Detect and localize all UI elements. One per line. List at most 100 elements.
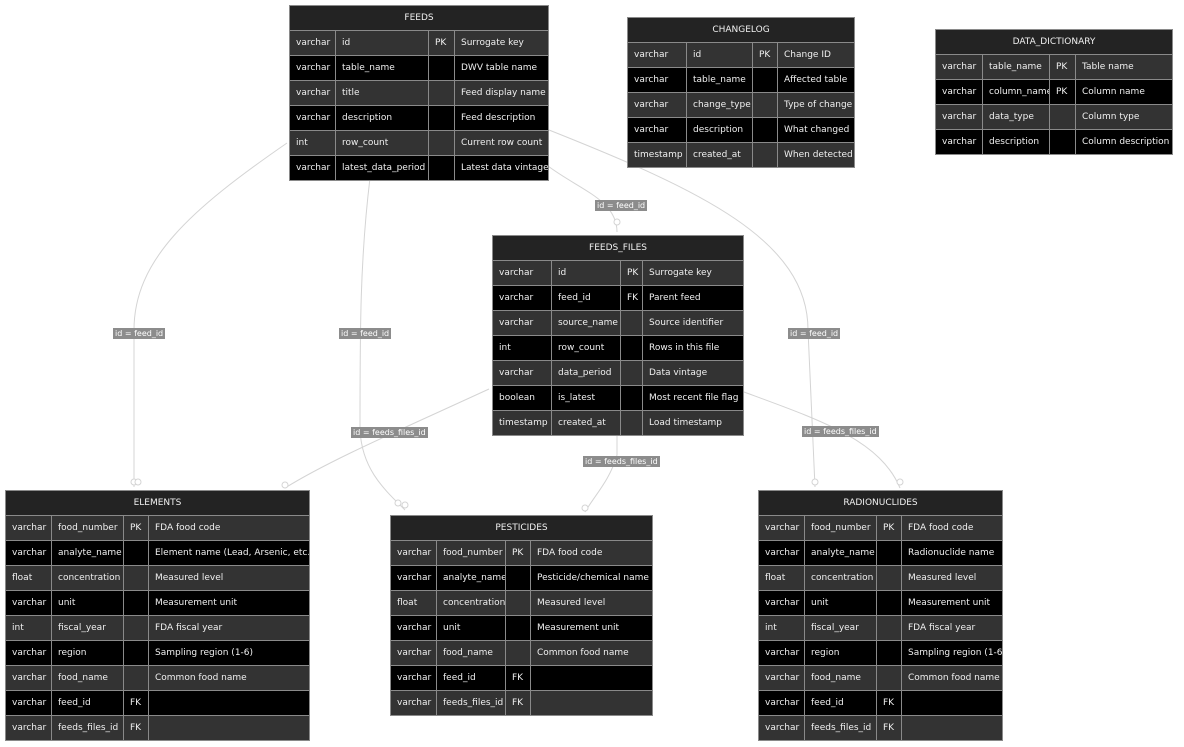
attribute-type: varchar: [765, 723, 800, 733]
attribute-comment: Measured level: [530, 591, 652, 615]
attribute-name: id: [335, 31, 428, 55]
attribute-type: int: [765, 623, 777, 633]
attribute-comment: Measurement unit: [901, 591, 1002, 615]
cardinality-marker: [896, 478, 904, 486]
relationship-label: id = feeds_files_id: [802, 426, 879, 437]
attribute-key: [876, 641, 901, 665]
attribute-name: food_name: [804, 666, 876, 690]
attribute-comment: Column type: [1075, 105, 1172, 129]
entity-title: DATA_DICTIONARY: [936, 30, 1172, 55]
attribute-key: [876, 541, 901, 565]
attribute-name: feed_id: [804, 691, 876, 715]
attribute-comment: [148, 691, 309, 715]
attribute-key: [123, 641, 148, 665]
attribute-key: [505, 641, 530, 665]
attribute-type: varchar: [397, 673, 432, 683]
attribute-name: concentration: [804, 566, 876, 590]
attribute-key: FK: [620, 286, 642, 310]
cardinality-marker: [401, 501, 409, 509]
attribute-key: FK: [505, 666, 530, 690]
attribute-comment: FDA food code: [530, 541, 652, 565]
attribute-key: PK: [1049, 80, 1075, 104]
attribute-comment: Measured level: [901, 566, 1002, 590]
attribute-type: boolean: [499, 393, 535, 403]
cardinality-marker: [581, 504, 589, 512]
attribute-comment: [530, 666, 652, 690]
attribute-name: latest_data_period: [335, 156, 428, 180]
attribute-key: [123, 541, 148, 565]
attribute-comment: Feed description: [454, 106, 548, 130]
attribute-name: description: [335, 106, 428, 130]
attribute-comment: Radionuclide name: [901, 541, 1002, 565]
attribute-type: varchar: [765, 698, 800, 708]
attribute-type: varchar: [296, 63, 331, 73]
attribute-type: varchar: [12, 548, 47, 558]
attribute-type: varchar: [397, 698, 432, 708]
attribute-comment: Column description: [1075, 130, 1172, 154]
relationship-line: [547, 165, 618, 233]
attribute-type: varchar: [765, 673, 800, 683]
attribute-type: varchar: [296, 163, 331, 173]
attribute-comment: Feed display name: [454, 81, 548, 105]
attribute-key: [1049, 105, 1075, 129]
attribute-comment: Change ID: [777, 43, 854, 67]
attribute-key: [123, 591, 148, 615]
attribute-type: varchar: [634, 100, 669, 110]
attribute-key: [752, 68, 777, 92]
entity-title: CHANGELOG: [628, 18, 854, 43]
relationship-label: id = feeds_files_id: [583, 456, 660, 467]
attribute-type: varchar: [765, 548, 800, 558]
attribute-comment: Measured level: [148, 566, 309, 590]
entity-title: PESTICIDES: [391, 516, 652, 541]
attribute-key: FK: [876, 716, 901, 740]
attribute-name: feeds_files_id: [804, 716, 876, 740]
attribute-comment: [148, 716, 309, 740]
attribute-key: [428, 131, 454, 155]
attribute-name: row_count: [335, 131, 428, 155]
attribute-comment: Element name (Lead, Arsenic, etc.): [148, 541, 309, 565]
attribute-name: is_latest: [551, 386, 620, 410]
attribute-key: [428, 156, 454, 180]
attribute-key: [505, 616, 530, 640]
attribute-type: int: [296, 138, 308, 148]
attribute-type: varchar: [397, 623, 432, 633]
attribute-comment: Surrogate key: [454, 31, 548, 55]
attribute-comment: Type of change: [777, 93, 854, 117]
attribute-name: fiscal_year: [51, 616, 123, 640]
attribute-comment: Surrogate key: [642, 261, 743, 285]
cardinality-marker: [811, 478, 819, 486]
attribute-type: varchar: [12, 698, 47, 708]
attribute-key: [876, 566, 901, 590]
attribute-comment: Sampling region (1-6): [901, 641, 1002, 665]
attribute-name: concentration: [436, 591, 505, 615]
attribute-name: feed_id: [436, 666, 505, 690]
attribute-type: varchar: [634, 50, 669, 60]
attribute-name: feeds_files_id: [436, 691, 505, 715]
attribute-name: food_name: [436, 641, 505, 665]
attribute-type: varchar: [397, 648, 432, 658]
attribute-type: varchar: [12, 523, 47, 533]
attribute-key: [505, 591, 530, 615]
attribute-type: varchar: [634, 75, 669, 85]
